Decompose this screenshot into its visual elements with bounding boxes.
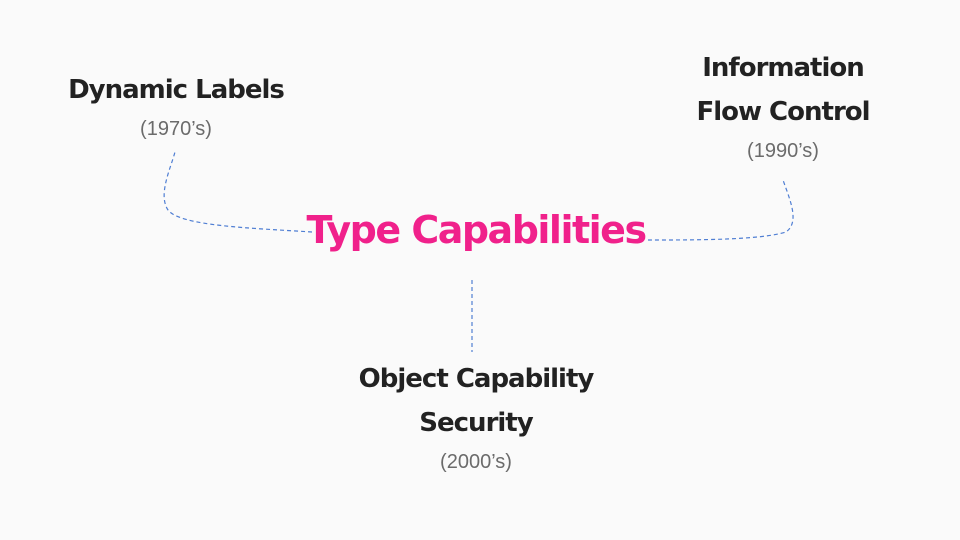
node-object-capability-security: Object Capability Security (2000’s) [358,357,595,479]
node-object-capability-security-title: Object Capability Security [358,357,595,445]
node-information-flow-control-date: (1990’s) [747,140,819,162]
connector-to-dynamic-labels [163,151,313,233]
node-object-capability-security-title-line1: Object Capability [358,364,595,394]
node-information-flow-control: Information Flow Control (1990’s) [696,46,870,168]
node-object-capability-security-date: (2000’s) [440,451,512,473]
node-information-flow-control-title-line2: Flow Control [696,97,870,127]
node-information-flow-control-title: Information Flow Control [696,46,870,134]
node-dynamic-labels: Dynamic Labels (1970’s) [68,68,285,146]
node-dynamic-labels-date: (1970’s) [140,118,212,140]
node-dynamic-labels-title: Dynamic Labels [68,75,285,105]
node-object-capability-security-title-line2: Security [419,408,533,438]
node-information-flow-control-title-line1: Information [702,53,865,83]
connector-to-information-flow-control [647,179,794,241]
center-topic-title: Type Capabilities [306,208,647,252]
